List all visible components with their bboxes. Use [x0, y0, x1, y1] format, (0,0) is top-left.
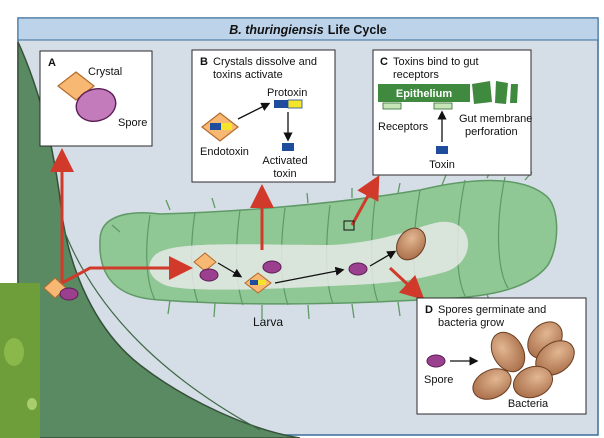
gut-spore — [262, 260, 282, 274]
photo-droplet — [27, 398, 37, 410]
larva-gut — [149, 221, 469, 290]
panel-c-receptor-2 — [433, 102, 453, 110]
panel-c-heading-line1: Toxins bind to gut — [393, 56, 479, 68]
panel-c-membrane-fragment-3 — [510, 84, 518, 103]
panel-b-activated-toxin — [282, 143, 294, 151]
panel-c-gut-line1: Gut membrane — [459, 113, 532, 125]
panel-b-protoxin-label: Protoxin — [267, 87, 307, 99]
photo-highlight — [4, 338, 24, 366]
title-bar — [17, 17, 599, 41]
panel-d-bacterium-5 — [513, 365, 553, 399]
panel-c-epithelium-label: Epithelium — [396, 88, 452, 100]
arrow-to-panel-d — [388, 266, 425, 301]
panel-b-protoxin-yellow — [287, 99, 303, 109]
panel-c-letter: C — [380, 56, 388, 68]
spore-on-leaf — [59, 287, 79, 301]
gut-arrow-1 — [217, 262, 243, 278]
panel-b-activated-line1: Activated — [262, 155, 307, 167]
panel-d-bacterium-4 — [472, 368, 512, 400]
panel-d-spore-label: Spore — [424, 374, 453, 386]
panel-c-receptors-label: Receptors — [378, 121, 429, 133]
panel-c-membrane-fragment-2 — [495, 81, 508, 104]
panel-c-toxin — [436, 146, 448, 154]
panel-d-heading-line1: Spores germinate and — [438, 304, 546, 316]
panel-d-bacterium-1 — [490, 331, 526, 373]
panel-b-heading-line2: toxins activate — [213, 69, 283, 81]
gut-arrow-3 — [369, 250, 397, 267]
gut-protoxin-yellow — [258, 280, 266, 285]
panel-c-epithelium-band — [378, 84, 470, 102]
panel-d-spore — [426, 354, 446, 368]
panel-b-endotoxin-label: Endotoxin — [200, 146, 249, 158]
larva-label: Larva — [253, 315, 283, 329]
panel-b-activated-line2: toxin — [273, 168, 296, 180]
arrow-to-panel-c — [350, 175, 380, 226]
panel-b-heading-line1: Crystals dissolve and — [213, 56, 317, 68]
panel-c-membrane-fragment-1 — [472, 81, 492, 104]
panel-c-toxin-label: Toxin — [429, 159, 455, 171]
panel-d-letter: D — [425, 304, 433, 316]
arrow-into-larva — [61, 256, 193, 285]
panel-b: B Crystals dissolve and toxins activate … — [191, 49, 336, 183]
zoom-marker — [343, 220, 355, 231]
panel-a-spore — [75, 88, 117, 122]
panel-a-crystal-label: Crystal — [88, 66, 122, 78]
panel-b-endotoxin-yellow — [221, 123, 232, 130]
panel-a: A Crystal Spore — [39, 50, 153, 147]
panel-c-receptor-1 — [382, 102, 402, 110]
ingested-spore — [199, 268, 219, 282]
panel-c-gut-line2: perforation — [465, 126, 518, 138]
panel-a-letter: A — [48, 57, 56, 69]
panel-d-bacteria-label: Bacteria — [508, 398, 549, 410]
panel-b-arrow-1 — [237, 102, 271, 120]
panel-c-heading-line2: receptors — [393, 69, 439, 81]
gut-bacterium — [396, 227, 426, 261]
leaf-vein — [61, 224, 261, 431]
panel-d: D Spores germinate and bacteria grow Spo… — [416, 297, 587, 415]
panel-c-box — [372, 49, 532, 176]
gut-spore-later — [348, 262, 368, 276]
gut-arrow-2 — [274, 266, 345, 284]
panel-c: C Toxins bind to gut receptors Epitheliu… — [372, 49, 532, 176]
panel-b-letter: B — [200, 56, 208, 68]
panel-d-heading-line2: bacteria grow — [438, 317, 504, 329]
panel-a-spore-label: Spore — [118, 117, 147, 129]
